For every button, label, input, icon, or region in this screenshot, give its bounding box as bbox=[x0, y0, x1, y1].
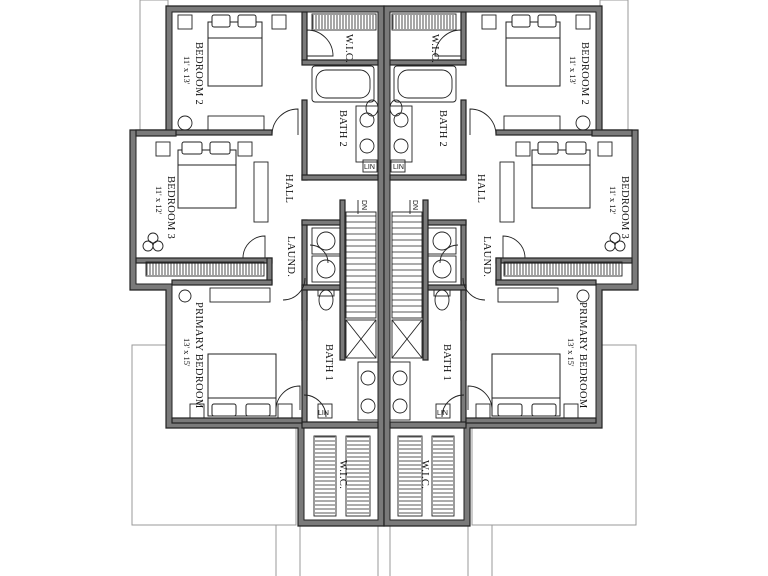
laund-label: LAUND. bbox=[285, 236, 296, 277]
bedroom-3-label: BEDROOM 3 bbox=[165, 176, 176, 239]
bath1-fixtures bbox=[317, 289, 379, 421]
bedroom-2-dim: 11' x 13' bbox=[568, 56, 578, 85]
primary-bedroom-label: PRIMARY BEDROOM bbox=[193, 302, 204, 409]
bedroom-3-label: BEDROOM 3 bbox=[619, 176, 630, 239]
lin-top-label: LIN bbox=[393, 164, 404, 171]
unit-left: BEDROOM 2 11' x 13' W.I.C. BATH 2 LIN BE… bbox=[129, 5, 385, 527]
hall-label: HALL bbox=[283, 174, 294, 203]
bath-1-label: BATH 1 bbox=[323, 344, 334, 381]
primary-bedroom-dim: 13' x 15' bbox=[566, 338, 576, 367]
closet-hatch bbox=[145, 13, 377, 517]
bedroom-2-furniture bbox=[177, 14, 287, 131]
bedroom-3-dim: 11' x 12' bbox=[608, 186, 618, 215]
primary-bedroom-label: PRIMARY BEDROOM bbox=[577, 302, 588, 409]
interior-walls bbox=[135, 11, 379, 429]
wic-bottom-label: W.I.C. bbox=[419, 460, 430, 489]
primary-bedroom-dim: 13' x 15' bbox=[182, 338, 192, 367]
lin-bottom-label: LIN bbox=[437, 410, 448, 417]
bath2-fixtures bbox=[311, 65, 379, 173]
bedroom-2-label: BEDROOM 2 bbox=[193, 42, 204, 105]
unit-right: BEDROOM 2 11' x 13' W.I.C. BATH 2 LIN BE… bbox=[383, 5, 639, 527]
bath-2-label: BATH 2 bbox=[337, 110, 348, 147]
door-swings bbox=[242, 29, 334, 418]
stair-dn-label: DN bbox=[360, 200, 367, 210]
bedroom-2-dim: 11' x 13' bbox=[182, 56, 192, 85]
primary-bedroom-furniture bbox=[178, 287, 293, 419]
stair-dn-label: DN bbox=[411, 200, 418, 210]
room-labels: BEDROOM 2 11' x 13' W.I.C. BATH 2 LIN BE… bbox=[154, 34, 375, 489]
wic-top-label: W.I.C. bbox=[343, 34, 354, 63]
stairs bbox=[345, 200, 377, 319]
wic-top-label: W.I.C. bbox=[429, 34, 440, 63]
hall-label: HALL bbox=[475, 174, 486, 203]
laundry-fixtures bbox=[311, 227, 341, 283]
bath-2-label: BATH 2 bbox=[437, 110, 448, 147]
bedroom-3-furniture bbox=[142, 141, 269, 252]
bedroom-2-label: BEDROOM 2 bbox=[579, 42, 590, 105]
lin-top-label: LIN bbox=[364, 164, 375, 171]
bedroom-3-dim: 11' x 12' bbox=[154, 186, 164, 215]
lin-bottom-label: LIN bbox=[318, 410, 329, 417]
room-labels-right: BEDROOM 2 11' x 13' W.I.C. BATH 2 LIN BE… bbox=[393, 34, 630, 489]
wic-bottom-label: W.I.C. bbox=[337, 460, 348, 489]
bath-1-label: BATH 1 bbox=[441, 344, 452, 381]
laund-label: LAUND. bbox=[481, 236, 492, 277]
